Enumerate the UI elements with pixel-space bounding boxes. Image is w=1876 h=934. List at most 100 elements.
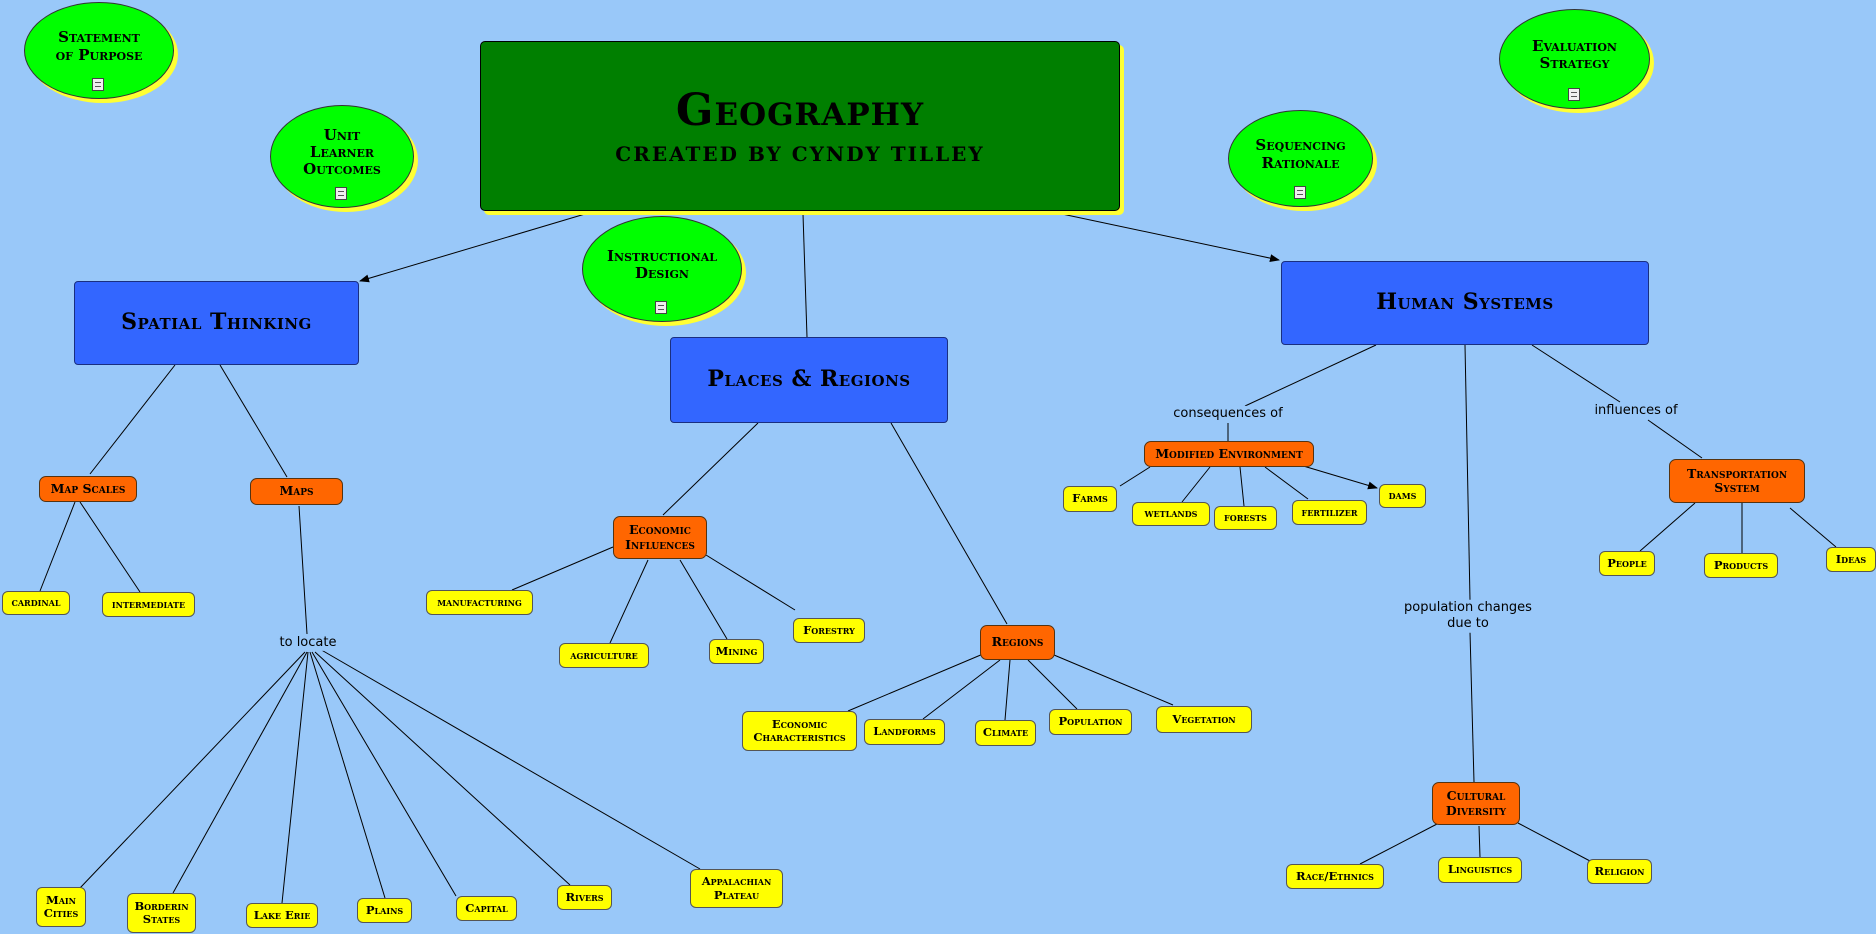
link-cultural-religion — [1517, 822, 1591, 862]
oval-statement-of-purpose[interactable]: Statement of Purpose — [24, 2, 174, 99]
leaf-forestry[interactable]: Forestry — [793, 618, 865, 643]
document-icon[interactable] — [1567, 88, 1580, 101]
link-label-population-changes: population changes due to — [1404, 599, 1532, 633]
subtopic-cultural-diversity[interactable]: Cultural Diversity — [1432, 782, 1520, 825]
subtopic-maps[interactable]: Maps — [250, 478, 343, 505]
leaf-capital[interactable]: Capital — [456, 896, 517, 921]
leaf-landforms[interactable]: Landforms — [864, 719, 945, 745]
leaf-forests[interactable]: forests — [1214, 506, 1277, 530]
subtopic-transportation-system[interactable]: Transportation System — [1669, 459, 1805, 503]
topic-label: Spatial Thinking — [121, 309, 312, 336]
link-economic-manufacturing — [511, 546, 614, 591]
leaf-race-ethnics[interactable]: Race/Ethnics — [1286, 864, 1384, 889]
leaf-agriculture[interactable]: agriculture — [559, 643, 649, 668]
leaf-cardinal[interactable]: cardinal — [2, 591, 70, 615]
leaf-label: Farms — [1072, 491, 1108, 506]
link-title-places — [802, 213, 808, 338]
leaf-intermediate[interactable]: intermediate — [102, 592, 195, 617]
document-icon[interactable] — [335, 187, 347, 200]
link-spatial-mapscales — [89, 364, 176, 475]
link-human-consequences — [1244, 344, 1377, 407]
leaf-lake-erie[interactable]: Lake Erie — [246, 903, 318, 928]
leaf-rivers[interactable]: Rivers — [557, 885, 612, 910]
oval-label: Sequencing Rationale — [1255, 136, 1346, 172]
link-transport-people — [1639, 502, 1696, 552]
title-box[interactable]: Geography CREATED BY CYNDY TILLEY — [480, 41, 1120, 211]
leaf-label: Lake Erie — [253, 907, 311, 922]
leaf-label: Religion — [1594, 863, 1645, 878]
oval-instructional-design[interactable]: Instructional Design — [582, 216, 742, 322]
leaf-vegetation[interactable]: Vegetation — [1156, 706, 1252, 733]
leaf-climate[interactable]: Climate — [975, 720, 1036, 746]
leaf-wetlands[interactable]: wetlands — [1132, 502, 1210, 526]
leaf-label: People — [1607, 555, 1647, 570]
leaf-fertilizer[interactable]: fertilizer — [1292, 500, 1367, 525]
subtopic-label: Economic Influences — [625, 522, 695, 552]
leaf-population[interactable]: Population — [1049, 709, 1132, 735]
leaf-label: Linguistics — [1447, 862, 1513, 877]
leaf-borderin-states[interactable]: Borderin States — [127, 893, 196, 933]
link-economic-agriculture — [609, 559, 649, 644]
link-modified-forests — [1239, 466, 1245, 507]
subtopic-map-scales[interactable]: Map Scales — [39, 476, 137, 502]
link-label-influences-of: influences of — [1594, 402, 1678, 420]
leaf-label: Mining — [715, 643, 758, 658]
leaf-label: Borderin States — [134, 898, 189, 926]
link-title-spatial — [359, 213, 586, 283]
link-label-to-locate: to locate — [279, 634, 337, 652]
leaf-label: Main Cities — [43, 892, 79, 920]
link-regions-climate — [1004, 659, 1011, 721]
link-population-cultural — [1469, 631, 1475, 783]
map-subtitle: CREATED BY CYNDY TILLEY — [615, 141, 985, 166]
oval-sequencing-rationale[interactable]: Sequencing Rationale — [1228, 110, 1373, 207]
leaf-products[interactable]: Products — [1704, 553, 1778, 578]
link-title-human — [1061, 213, 1280, 263]
leaf-plains[interactable]: Plains — [357, 898, 412, 923]
oval-evaluation-strategy[interactable]: Evaluation Strategy — [1499, 9, 1650, 109]
link-human-influences — [1531, 344, 1621, 403]
subtopic-modified-environment[interactable]: Modified Environment — [1144, 441, 1314, 467]
leaf-label: Rivers — [565, 889, 604, 904]
leaf-farms[interactable]: Farms — [1063, 486, 1117, 512]
oval-label: Statement of Purpose — [55, 28, 143, 64]
leaf-label: Forestry — [803, 622, 855, 637]
link-economic-forestry — [705, 554, 796, 611]
leaf-religion[interactable]: Religion — [1587, 859, 1652, 884]
link-regions-econchar — [847, 653, 984, 712]
oval-unit-learner-outcomes[interactable]: Unit Learner Outcomes — [270, 105, 414, 208]
link-mapscales-cardinal — [39, 501, 76, 592]
leaf-label: agriculture — [570, 647, 638, 662]
document-icon[interactable] — [1293, 186, 1306, 199]
leaf-economic-characteristics[interactable]: Economic Characteristics — [742, 711, 857, 751]
leaf-label: Ideas — [1835, 551, 1867, 566]
leaf-appalachian-plateau[interactable]: Appalachian Plateau — [690, 869, 783, 908]
subtopic-regions[interactable]: Regions — [980, 625, 1055, 660]
topic-spatial-thinking[interactable]: Spatial Thinking — [74, 281, 359, 365]
leaf-label: Population — [1058, 714, 1123, 729]
link-transport-ideas — [1789, 507, 1837, 548]
topic-places-regions[interactable]: Places & Regions — [670, 337, 948, 423]
leaf-label: wetlands — [1144, 506, 1198, 521]
leaf-mining[interactable]: Mining — [709, 639, 764, 664]
link-modified-farms — [1119, 466, 1151, 487]
document-icon[interactable] — [655, 301, 667, 314]
leaf-people[interactable]: People — [1599, 551, 1655, 576]
leaf-manufacturing[interactable]: manufacturing — [426, 590, 533, 615]
link-label-consequences-of: consequences of — [1173, 405, 1283, 423]
topic-human-systems[interactable]: Human Systems — [1281, 261, 1649, 345]
link-mapscales-intermediate — [79, 501, 141, 593]
document-icon[interactable] — [92, 78, 104, 91]
leaf-label: Appalachian Plateau — [701, 874, 772, 902]
leaf-label: Economic Characteristics — [753, 716, 846, 744]
subtopic-label: Maps — [279, 483, 314, 499]
leaf-dams[interactable]: dams — [1379, 484, 1426, 508]
topic-label: Human Systems — [1376, 289, 1554, 316]
leaf-linguistics[interactable]: Linguistics — [1438, 857, 1522, 883]
subtopic-economic-influences[interactable]: Economic Influences — [613, 516, 707, 559]
leaf-label: forests — [1224, 510, 1267, 525]
link-economic-mining — [679, 559, 728, 640]
link-tolocate-borderin — [172, 651, 308, 894]
subtopic-label: Modified Environment — [1155, 445, 1303, 461]
leaf-main-cities[interactable]: Main Cities — [36, 887, 86, 927]
leaf-ideas[interactable]: Ideas — [1826, 547, 1876, 572]
